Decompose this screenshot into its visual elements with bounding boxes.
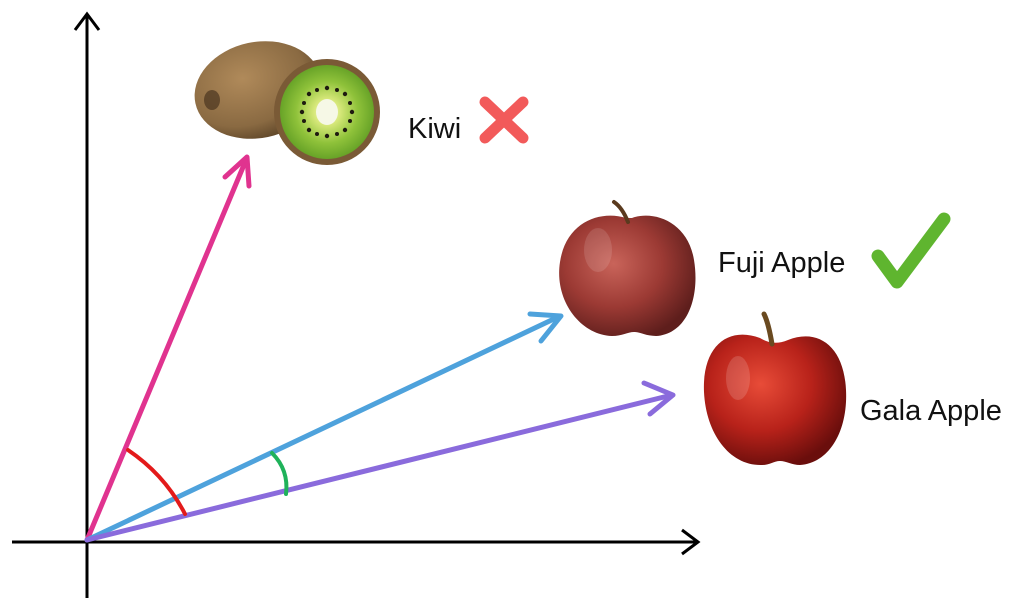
y-axis	[73, 11, 101, 598]
kiwi-fruit-icon	[194, 41, 380, 165]
x-axis	[12, 528, 701, 556]
gala-vector	[84, 380, 676, 543]
angle-arc-fuji-gala	[270, 451, 289, 496]
cross-mark-icon	[479, 96, 529, 144]
gala-apple-icon	[703, 311, 847, 466]
check-mark-icon	[871, 212, 951, 289]
fuji-vector	[84, 311, 564, 543]
angle-arc-kiwi-gala	[126, 448, 187, 516]
axes	[12, 11, 701, 598]
kiwi-vector	[84, 154, 252, 543]
fuji-apple-icon	[559, 200, 696, 336]
fuji-apple-label: Fuji Apple	[718, 247, 845, 279]
kiwi-label: Kiwi	[408, 113, 461, 145]
gala-apple-label: Gala Apple	[860, 395, 1002, 427]
